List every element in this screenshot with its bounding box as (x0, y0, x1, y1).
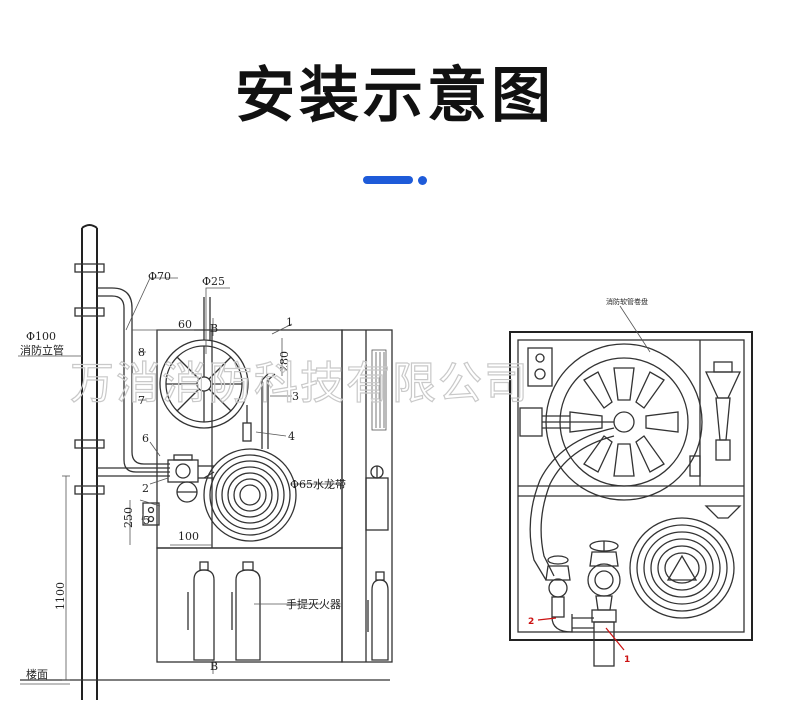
title-accent-dot (418, 176, 427, 185)
label-red-1: 1 (624, 655, 630, 665)
fire-hydrant-valve (572, 540, 621, 667)
fire-extinguishers (187, 561, 389, 661)
cabinet-outline (156, 329, 393, 663)
label-n1: 1 (286, 316, 293, 329)
coiled-hose-right (629, 505, 742, 619)
leader-lines (18, 277, 340, 605)
page-title: 安装示意图 (235, 61, 555, 131)
label-dim-250: 250 (122, 507, 135, 528)
label-floor: 楼面 (26, 667, 48, 681)
label-n8: 8 (138, 346, 145, 359)
label-n7: 7 (138, 394, 145, 407)
alarm-button-box (527, 347, 553, 387)
hose-reel-wheel (159, 297, 249, 429)
label-red-2: 2 (528, 617, 534, 627)
company-watermark: 万消消防科技有限公司 (70, 358, 530, 409)
label-reel: 消防软管卷盘 (606, 297, 648, 306)
label-pipe-70: Φ70 (148, 270, 171, 283)
reel-label-leader (619, 305, 651, 353)
label-n6: 6 (142, 432, 149, 445)
label-riser-diameter: Φ100 (26, 330, 56, 343)
reel-hose (529, 427, 615, 581)
right-cabinet-diagram: 消防软管卷盘 2 1 (509, 297, 753, 667)
label-riser-name: 消防立管 (20, 343, 64, 357)
label-hose: Φ65水龙带 (290, 478, 346, 491)
label-dim-1100: 1100 (54, 582, 67, 610)
dimension-lines (62, 318, 283, 681)
label-extinguisher: 手提灭火器 (286, 597, 341, 611)
label-n4: 4 (288, 430, 295, 443)
branch-pipe (97, 287, 170, 477)
label-n3: 3 (292, 390, 299, 403)
reel-valve (545, 555, 573, 633)
riser-pipe (74, 224, 105, 700)
left-installation-diagram: Φ100 消防立管 Φ70 Φ25 60 B B 280 250 100 110… (18, 224, 393, 700)
coiled-hose (203, 373, 297, 542)
floor-line (20, 679, 390, 685)
valve-assembly (167, 454, 214, 503)
reel-bracket (519, 407, 614, 437)
label-n5: 5 (143, 514, 150, 527)
label-section-bottom: B (210, 660, 218, 673)
label-dim-60: 60 (178, 318, 192, 331)
left-diagram-labels: Φ100 消防立管 Φ70 Φ25 60 B B 280 250 100 110… (20, 270, 346, 681)
red-callouts (537, 617, 625, 651)
title-accent-bar (363, 176, 413, 184)
label-dim-100: 100 (178, 530, 199, 543)
nozzles (689, 361, 742, 477)
label-n2: 2 (142, 482, 149, 495)
label-dim-280: 280 (278, 351, 291, 372)
label-pipe-25: Φ25 (202, 275, 225, 288)
label-section-top: B (210, 322, 218, 335)
